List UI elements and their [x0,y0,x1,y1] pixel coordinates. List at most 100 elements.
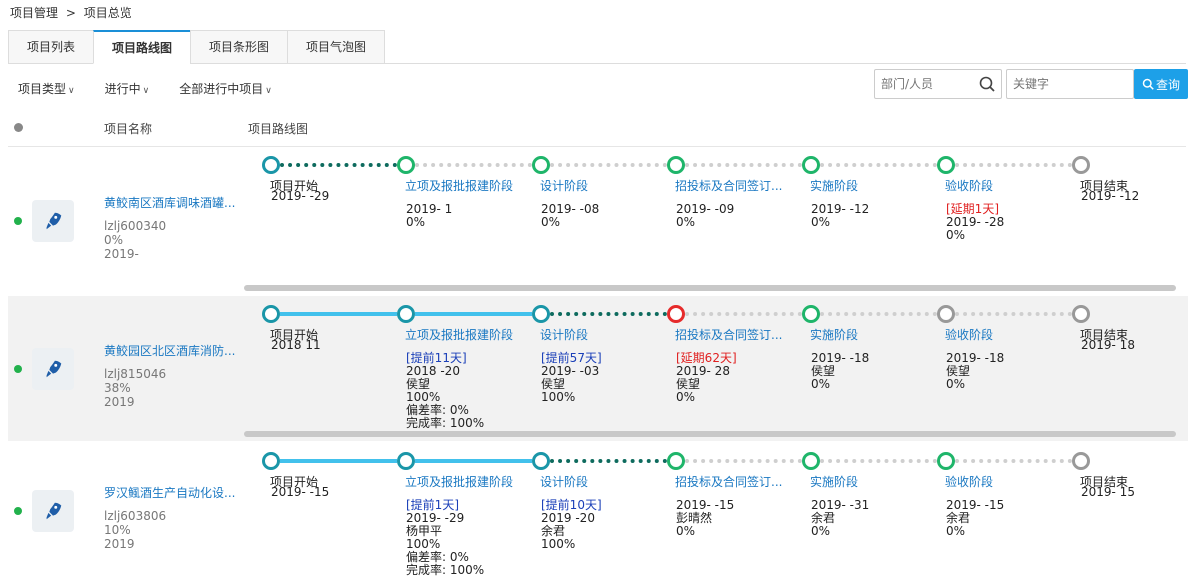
stage-node-icon[interactable] [937,305,955,323]
stage-label[interactable]: 设计阶段 [540,473,588,490]
roadmap-connector [685,163,802,167]
stage-node-icon[interactable] [937,156,955,174]
horizontal-scrollbar[interactable] [244,285,1176,291]
project-progress: 0% [104,233,166,247]
dept-search-input[interactable] [875,70,975,98]
filter-scope[interactable]: 全部进行中项目∨ [179,80,272,97]
stage-date: 2019- -12 [1081,190,1139,203]
project-code: lzlj815046 [104,367,166,381]
stage-percent: 0% [811,378,869,391]
project-avatar[interactable] [32,348,74,390]
stage-info: [提前10天]2019 -20余君100% [541,499,602,551]
stage-label[interactable]: 验收阶段 [945,473,993,490]
breadcrumb-current: 项目总览 [84,6,132,20]
tab-project-bar-chart[interactable]: 项目条形图 [190,30,288,64]
stage-label[interactable]: 立项及报批报建阶段 [405,177,513,194]
dept-search-box [874,69,1002,99]
stage-label[interactable]: 实施阶段 [810,326,858,343]
stage-info: 2019- -31余君0% [811,499,869,538]
filter-label: 进行中 [105,82,141,96]
project-row[interactable]: 黄鲛南区酒库调味酒罐...lzlj6003400%2019-项目开始2019- … [8,147,1188,295]
project-avatar[interactable] [32,200,74,242]
stage-percent: 0% [406,216,452,229]
horizontal-scrollbar[interactable] [244,431,1176,437]
project-name-link[interactable]: 黄鲛南区酒库调味酒罐... [104,194,235,211]
stage-label[interactable]: 立项及报批报建阶段 [405,326,513,343]
stage-date: 2019- 15 [1081,486,1135,499]
stage-info: 2019- -15彭晴然0% [676,499,734,538]
stage-node-icon[interactable] [667,452,685,470]
stage-info: 2019- -15余君0% [946,499,1004,538]
stage-info: 2018 11 [271,339,321,352]
stage-node-icon[interactable] [532,156,550,174]
roadmap-connector [820,163,937,167]
stage-node-icon[interactable] [262,452,280,470]
search-icon[interactable] [979,76,995,92]
roadmap-connector [415,312,532,316]
stage-node-icon[interactable] [667,305,685,323]
stage-label[interactable]: 立项及报批报建阶段 [405,473,513,490]
column-header-roadmap: 项目路线图 [248,120,308,137]
project-name-link[interactable]: 罗汉鲺酒生产自动化设... [104,484,235,501]
filter-label: 项目类型 [18,82,66,96]
stage-percent: 0% [541,216,599,229]
keyword-search-box [1006,69,1134,99]
stage-label[interactable]: 招投标及合同签订... [675,326,782,343]
keyword-input[interactable] [1007,70,1107,98]
stage-info: 2019- -12 [1081,190,1139,203]
roadmap-connector [550,459,667,463]
filter-project-type[interactable]: 项目类型∨ [18,80,75,97]
stage-node-icon[interactable] [397,452,415,470]
roadmap-connector [415,163,532,167]
stage-label[interactable]: 招投标及合同签订... [675,473,782,490]
stage-node-icon[interactable] [532,305,550,323]
project-code: lzlj600340 [104,219,166,233]
stage-node-icon[interactable] [532,452,550,470]
stage-label[interactable]: 实施阶段 [810,473,858,490]
roadmap-connector [550,312,667,316]
stage-info: 2019- -090% [676,203,734,229]
project-meta: lzlj81504638%2019 [104,367,166,409]
project-progress: 10% [104,523,166,537]
status-dot [14,507,22,515]
stage-label[interactable]: 设计阶段 [540,177,588,194]
stage-node-icon[interactable] [667,156,685,174]
stage-label[interactable]: 设计阶段 [540,326,588,343]
project-name-link[interactable]: 黄鲛园区北区酒库消防... [104,342,235,359]
filter-status[interactable]: 进行中∨ [105,80,150,97]
stage-node-icon[interactable] [1072,305,1090,323]
roadmap-connector [280,163,397,167]
stage-label[interactable]: 验收阶段 [945,177,993,194]
header-status-dot [14,123,23,132]
stage-label[interactable]: 招投标及合同签订... [675,177,782,194]
stage-node-icon[interactable] [262,156,280,174]
stage-node-icon[interactable] [397,305,415,323]
stage-node-icon[interactable] [937,452,955,470]
chevron-down-icon: ∨ [265,86,272,96]
project-row[interactable]: 黄鲛园区北区酒库消防...lzlj81504638%2019项目开始2018 1… [8,296,1188,441]
stage-label[interactable]: 验收阶段 [945,326,993,343]
project-date: 2019- [104,247,166,261]
query-button[interactable]: 查询 [1134,69,1188,99]
stage-node-icon[interactable] [802,156,820,174]
stage-label[interactable]: 实施阶段 [810,177,858,194]
stage-node-icon[interactable] [1072,452,1090,470]
stage-node-icon[interactable] [397,156,415,174]
project-row[interactable]: 罗汉鲺酒生产自动化设...lzlj60380610%2019项目开始2019- … [8,443,1188,579]
tab-project-bubble-chart[interactable]: 项目气泡图 [287,30,385,64]
stage-node-icon[interactable] [262,305,280,323]
stage-info: 2019- -29 [271,190,329,203]
stage-info: [延期1天]2019- -280% [946,203,1004,242]
stage-node-icon[interactable] [802,305,820,323]
stage-info: [延期62天]2019- 28侯望0% [676,352,737,404]
stage-info: 2019- -18侯望0% [811,352,869,391]
stage-info: [提前57天]2019- -03侯望100% [541,352,602,404]
rocket-icon [42,500,64,522]
project-avatar[interactable] [32,490,74,532]
tab-project-roadmap[interactable]: 项目路线图 [93,30,191,64]
roadmap-connector [820,459,937,463]
breadcrumb-root[interactable]: 项目管理 [10,6,58,20]
stage-node-icon[interactable] [802,452,820,470]
tab-project-list[interactable]: 项目列表 [8,30,94,64]
stage-node-icon[interactable] [1072,156,1090,174]
